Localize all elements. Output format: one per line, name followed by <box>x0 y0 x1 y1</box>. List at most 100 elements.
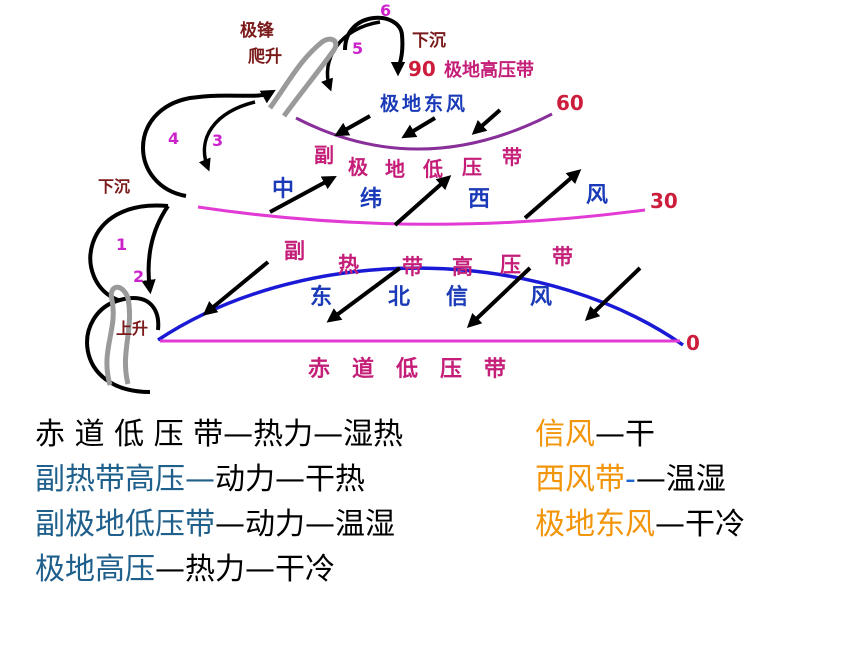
nature: 干冷 <box>685 507 745 542</box>
char: 道 <box>352 356 374 382</box>
cause: 动力 <box>215 462 275 497</box>
char: 赤 <box>308 357 330 382</box>
char: 副 <box>314 143 334 167</box>
label-rise: 上升 <box>116 319 148 338</box>
nature: 湿热 <box>343 417 404 452</box>
wind-arrow <box>471 108 502 135</box>
char: 压 <box>462 155 482 179</box>
cause: 热力 <box>185 552 245 587</box>
latitude-30: 30 <box>650 189 678 213</box>
char: 带 <box>502 145 522 169</box>
label-polar-front: 极锋 <box>240 20 275 41</box>
separator: — <box>223 417 254 452</box>
separator: — <box>635 462 666 497</box>
separator: — <box>275 462 305 497</box>
nature: 干 <box>625 417 655 452</box>
separator: — <box>305 507 335 542</box>
atmospheric-circulation-diagram: 极锋 爬升 下沉 下沉 上升 1 2 3 4 5 6 90 60 30 0 极地… <box>85 1 700 394</box>
belt-name: 副极地低压带 <box>35 507 215 542</box>
hemisphere-outline <box>157 266 685 347</box>
cell-loop-low <box>85 296 161 394</box>
wind-belt-legend: 信风—干 西风带-—温湿 极地东风—干冷 <box>535 412 745 547</box>
legend-row-subtropical-high: 副热带高压—动力—干热 <box>35 457 403 502</box>
separator: — <box>245 552 275 587</box>
wind-arrow <box>269 175 337 214</box>
label-sink-top: 下沉 <box>412 30 446 51</box>
legend-row-subpolar-low: 副极地低压带—动力—温湿 <box>35 502 403 547</box>
cell-loop-top <box>343 15 406 77</box>
legend-row-westerlies: 西风带-—温湿 <box>535 457 745 502</box>
label-polar-easterlies: 极地东风 <box>380 92 468 115</box>
subtropical-high-line <box>197 205 646 226</box>
wind-arrow <box>202 260 270 316</box>
char: 低 <box>422 157 443 181</box>
char: 带 <box>402 255 423 279</box>
char: 地 <box>385 157 405 181</box>
char: 风 <box>586 183 608 208</box>
char: 北 <box>388 285 410 310</box>
char: 热 <box>338 253 359 277</box>
char: 东 <box>310 284 332 310</box>
cell-number-5: 5 <box>352 39 363 58</box>
subpolar-low-label: 副 极 地 低 压 带 <box>314 143 522 181</box>
wind-name: 信风 <box>535 417 595 452</box>
legend-row-equatorial-low: 赤 道 低 压 带—热力—湿热 <box>35 412 403 457</box>
label-climb: 爬升 <box>248 46 282 67</box>
cell-loop-upper <box>141 89 276 198</box>
trade-winds-label: 东 北 信 风 <box>310 284 552 310</box>
nature: 干冷 <box>275 552 335 587</box>
char: 中 <box>272 177 294 202</box>
cell-number-2: 2 <box>133 267 144 286</box>
subpolar-low-line <box>295 112 553 151</box>
nature: 温湿 <box>665 462 726 497</box>
separator: — <box>185 462 215 497</box>
cell-loop-mid <box>88 203 170 300</box>
wind-name: 极地东风 <box>535 507 655 542</box>
legend-row-polar-easterlies: 极地东风—干冷 <box>535 502 745 547</box>
legend-row-trade-winds: 信风—干 <box>535 412 745 457</box>
cell-number-4: 4 <box>168 129 179 148</box>
latitude-0: 0 <box>686 331 700 355</box>
wind-arrow <box>334 114 371 137</box>
belt-name: 极地高压 <box>35 552 155 587</box>
nature: 干热 <box>305 462 365 497</box>
dash: - <box>625 462 636 497</box>
separator: — <box>595 417 625 452</box>
char: 极 <box>348 155 369 179</box>
cell-number-3: 3 <box>212 131 223 150</box>
char: 带 <box>484 357 506 382</box>
belt-name: 副热带高压 <box>35 462 185 497</box>
wind-arrow <box>326 266 402 323</box>
wind-arrow <box>523 169 582 220</box>
cause: 热力 <box>253 417 314 452</box>
front-cloud-sketch <box>267 36 339 118</box>
subtropical-high-label: 副 热 带 高 压 带 <box>284 239 573 279</box>
wind-arrow <box>401 116 437 139</box>
legend-row-polar-high: 极地高压—热力—干冷 <box>35 547 403 592</box>
pressure-belt-legend: 赤 道 低 压 带—热力—湿热 副热带高压—动力—干热 副极地低压带—动力—温湿… <box>35 412 403 592</box>
char: 压 <box>440 357 462 382</box>
wind-arrow <box>466 266 532 328</box>
separator: — <box>655 507 685 542</box>
char: 低 <box>395 357 418 382</box>
char: 风 <box>530 285 552 310</box>
char: 副 <box>284 239 305 263</box>
label-polar-high: 极地高压带 <box>444 59 534 81</box>
char: 带 <box>552 245 573 269</box>
char: 高 <box>452 255 473 279</box>
latitude-90: 90 <box>408 57 436 81</box>
char: 压 <box>500 253 521 277</box>
cell-number-6: 6 <box>380 1 391 20</box>
westerlies-label: 中 纬 西 风 <box>272 177 608 212</box>
char: 西 <box>468 187 490 212</box>
equatorial-low-label: 赤 道 低 压 带 <box>308 356 506 382</box>
rising-air-sketch <box>104 284 133 386</box>
char: 信 <box>446 284 468 310</box>
wind-name: 西风带 <box>535 462 625 497</box>
latitude-60: 60 <box>556 91 584 115</box>
separator: — <box>155 552 185 587</box>
separator: — <box>215 507 245 542</box>
cell-number-1: 1 <box>116 235 127 254</box>
label-sink-mid: 下沉 <box>98 177 130 196</box>
char: 纬 <box>360 186 382 212</box>
